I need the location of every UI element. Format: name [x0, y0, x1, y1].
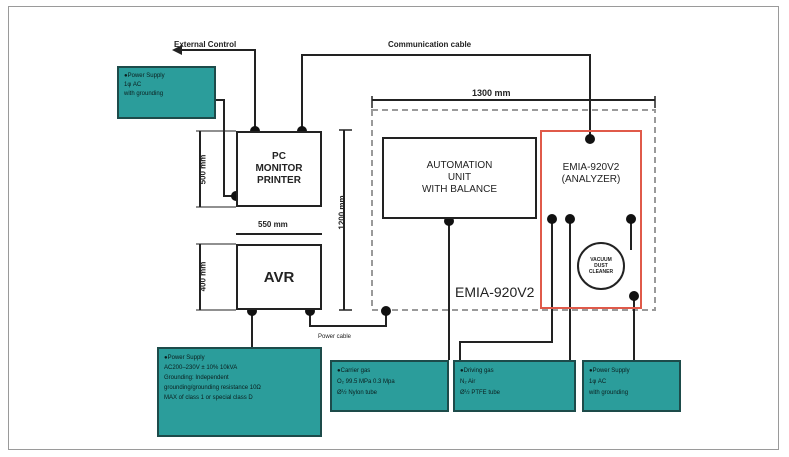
avr-power-line-1: ●Power Supply [164, 355, 205, 361]
external-control-label: External Control [174, 40, 237, 49]
analyzer-line-2: (ANALYZER) [561, 174, 621, 185]
dim-1200-label: 1200 mm [337, 195, 347, 230]
power-cable-line [309, 311, 387, 327]
external-control-line [180, 49, 256, 131]
external-control-arrow [172, 45, 182, 55]
analyzer-line-1: EMIA-920V2 [562, 162, 620, 173]
carrier-gas-line-2: O₂ 99.5 MPa 0.3 Mpa [337, 379, 395, 385]
driving-gas-line [459, 219, 553, 360]
avr-box: AVR [236, 244, 322, 310]
cleaner-power-line-2: 1φ AC [589, 379, 607, 385]
pc-power-supply-box: ●Power Supply 1φ AC with grounding [117, 66, 216, 119]
cleaner-line-3: CLEANER [588, 269, 614, 275]
automation-line-2: UNIT [447, 172, 472, 183]
avr-power-line-5: MAX of class 1 or special class D [164, 395, 253, 401]
pc-power-line-2: 1φ AC [124, 82, 142, 88]
analyzer-box: EMIA-920V2 (ANALYZER) [540, 130, 642, 309]
power-cable-label: Power cable [318, 334, 352, 340]
avr-power-line-2: AC200–230V ± 10% 10kVA [164, 365, 238, 371]
driving-gas-box: ●Driving gas N₂ Air Ø½ PTFE tube [453, 360, 576, 412]
dim-1300-label: 1300 mm [472, 88, 511, 98]
automation-line-3: WITH BALANCE [421, 184, 497, 195]
driving-gas-line-2: N₂ Air [460, 379, 476, 385]
dim-500-label: 500 mm [198, 154, 208, 185]
pc-monitor-printer-box: PC MONITOR PRINTER [236, 131, 322, 207]
pc-line-3: PRINTER [257, 175, 301, 186]
cleaner-line-2: DUST [594, 263, 608, 269]
cleaner-line-1: VACUUM [590, 257, 612, 263]
pc-power-link [216, 99, 236, 197]
cleaner-power-line-3: with grounding [589, 390, 629, 396]
cleaner-power-line-1: ●Power Supply [589, 368, 630, 374]
dim-400-label: 400 mm [198, 261, 208, 292]
automation-unit-box: AUTOMATION UNIT WITH BALANCE [382, 137, 537, 219]
vacuum-cleaner-circle: VACUUM DUST CLEANER [577, 242, 625, 290]
pc-line-1: PC [272, 151, 286, 162]
avr-power-line-3: Grounding: Independent [164, 375, 229, 381]
dim-550-label: 550 mm [258, 220, 288, 229]
pc-power-line-1: ●Power Supply [124, 73, 165, 79]
cleaner-power-supply-box: ●Power Supply 1φ AC with grounding [582, 360, 681, 412]
driving-gas-line-1: ●Driving gas [460, 368, 494, 374]
figure-border [8, 6, 779, 450]
pc-line-2: MONITOR [255, 163, 303, 174]
avr-power-line-4: grounding/grounding resistance 10Ω [164, 385, 261, 391]
emia-area-outline [371, 109, 656, 311]
communication-cable-label: Communication cable [388, 40, 472, 49]
communication-cable-line [301, 54, 591, 139]
carrier-gas-box: ●Carrier gas O₂ 99.5 MPa 0.3 Mpa Ø½ Nylo… [330, 360, 449, 412]
carrier-gas-line-3: Ø½ Nylon tube [337, 390, 378, 396]
avr-power-supply-box: ●Power Supply AC200–230V ± 10% 10kVA Gro… [157, 347, 322, 437]
driving-gas-line-3: Ø½ PTFE tube [460, 390, 501, 396]
pc-power-line-3: with grounding [124, 91, 164, 97]
emia-area-label: EMIA-920V2 [455, 284, 535, 300]
carrier-gas-line-1: ●Carrier gas [337, 368, 371, 374]
avr-label: AVR [263, 268, 295, 286]
automation-line-1: AUTOMATION [426, 160, 493, 171]
